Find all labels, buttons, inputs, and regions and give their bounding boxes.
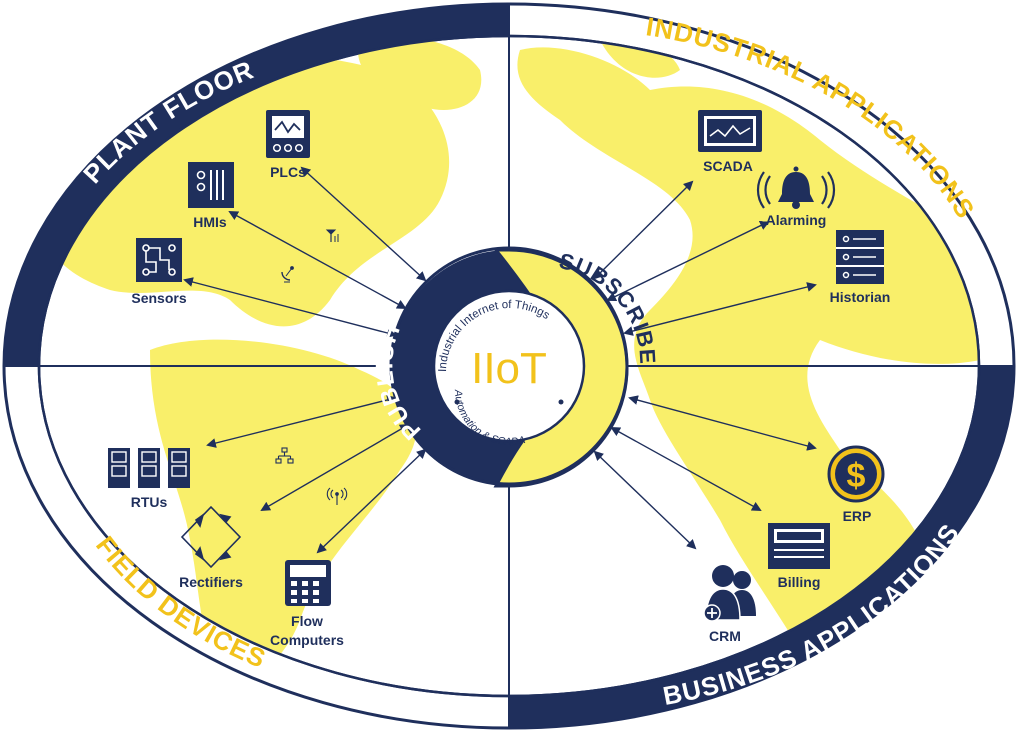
node-label-billing: Billing <box>778 574 821 590</box>
plc-icon <box>266 110 310 158</box>
monitor-chart-icon <box>698 110 762 152</box>
arrow-flow-computers <box>316 448 427 554</box>
node-erp: $ ERP <box>827 445 885 524</box>
network-tree-icon <box>275 447 294 464</box>
node-label-rtus: RTUs <box>131 494 168 510</box>
node-alarming: Alarming <box>756 166 836 228</box>
node-label-sensors: Sensors <box>131 290 186 306</box>
dollar-coin-icon: $ <box>827 445 885 503</box>
wireless-signal-icon <box>326 487 348 505</box>
invoice-icon <box>768 523 830 569</box>
antenna-icon <box>325 229 339 242</box>
satellite-dish-icon <box>281 266 294 283</box>
users-add-icon <box>703 565 756 622</box>
node-label-computers: Computers <box>270 632 344 648</box>
node-sensors: Sensors <box>131 238 187 306</box>
hub-center-title: IIoT <box>471 344 547 393</box>
hmi-icon <box>188 162 234 208</box>
node-label-hmis: HMIs <box>193 214 227 230</box>
node-label-historian: Historian <box>830 289 891 305</box>
rtu-cabinet-icon <box>108 448 190 488</box>
node-label-scada: SCADA <box>703 158 753 174</box>
node-scada: SCADA <box>698 110 762 174</box>
node-crm: CRM <box>703 565 756 644</box>
server-rack-icon <box>836 230 884 284</box>
node-historian: Historian <box>830 230 891 305</box>
node-label-plcs: PLCs <box>270 164 306 180</box>
node-rtus: RTUs <box>108 448 190 510</box>
node-label-crm: CRM <box>709 628 741 644</box>
arrow-historian <box>623 282 817 336</box>
bell-icon <box>756 166 836 209</box>
svg-text:$: $ <box>847 457 866 495</box>
node-flow-computers: Flow Computers <box>270 560 344 648</box>
node-billing: Billing <box>768 523 830 590</box>
diode-bridge-icon <box>180 505 242 569</box>
node-hmis: HMIs <box>188 162 234 230</box>
connector-arrows <box>183 166 817 554</box>
arrow-crm <box>593 450 697 550</box>
sensor-circuit-icon <box>136 238 182 282</box>
iiot-hub: PUBLISH SUBSCRIBE Industrial Internet of… <box>371 246 659 488</box>
node-label-flow: Flow <box>291 613 323 629</box>
node-label-rectifiers: Rectifiers <box>179 574 243 590</box>
node-label-alarming: Alarming <box>766 212 827 228</box>
arrow-rtus <box>206 395 397 448</box>
calculator-icon <box>285 560 331 606</box>
arrow-erp <box>628 395 817 451</box>
node-plcs: PLCs <box>266 110 310 180</box>
node-rectifiers: Rectifiers <box>179 505 243 590</box>
node-label-erp: ERP <box>843 508 872 524</box>
arrow-sensors <box>183 277 397 338</box>
